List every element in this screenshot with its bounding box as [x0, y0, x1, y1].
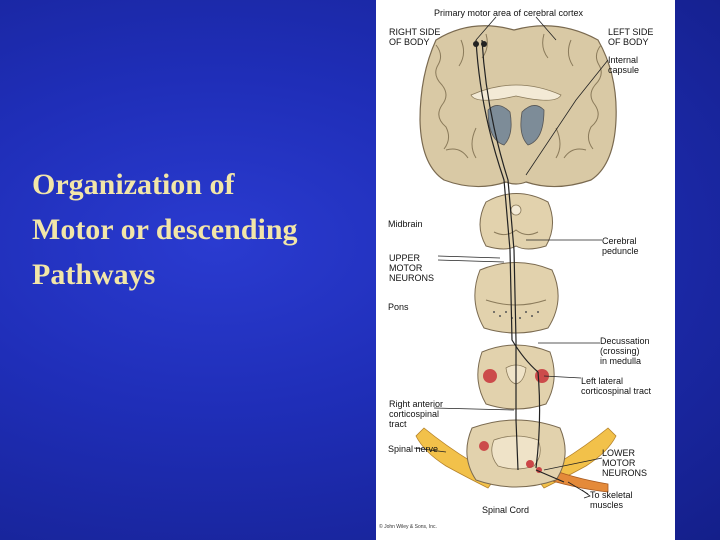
- label-right-side-of-body: RIGHT SIDE OF BODY: [389, 27, 441, 47]
- label-spinal-cord: Spinal Cord: [482, 505, 530, 515]
- label-decussation: Decussation (crossing) in medulla: [600, 336, 650, 366]
- label-spinal-nerve: Spinal nerve: [388, 444, 439, 454]
- pons-section: [474, 262, 559, 334]
- label-lower-motor-neurons: LOWER MOTOR NEURONS: [602, 448, 648, 478]
- slide-title: Organization of Motor or descending Path…: [32, 162, 362, 297]
- label-midbrain: Midbrain: [388, 219, 423, 229]
- title-line-1: Organization of: [32, 168, 235, 201]
- motor-pathway-figure: Primary motor area of cerebral cortex RI…: [376, 0, 675, 540]
- label-primary-motor-area: Primary motor area of cerebral cortex: [434, 8, 584, 18]
- upper-motor-neuron-body-1: [473, 41, 479, 47]
- label-to-skeletal-muscles: To skeletal muscles: [590, 490, 633, 510]
- title-line-2: Motor or descending: [32, 213, 298, 246]
- label-right-anterior-corticospinal-tract: Right anterior corticospinal tract: [389, 399, 444, 429]
- label-left-lateral-corticospinal-tract: Left lateral corticospinal tract: [581, 376, 652, 396]
- copyright-credit: © John Wiley & Sons, Inc.: [379, 524, 437, 530]
- leader-lines: [413, 16, 609, 499]
- label-cerebral-peduncle: Cerebral peduncle: [602, 236, 639, 256]
- upper-motor-neuron-body-2: [481, 41, 487, 47]
- midbrain-section: [479, 193, 553, 250]
- label-internal-capsule: Internal capsule: [608, 55, 640, 75]
- label-pons: Pons: [388, 302, 409, 312]
- label-upper-motor-neurons: UPPER MOTOR NEURONS: [389, 253, 435, 283]
- spinal-cord-section: [415, 419, 617, 493]
- motor-pathway-illustration: [413, 16, 617, 499]
- corticospinal-tracts: [475, 39, 565, 483]
- title-line-3: Pathways: [32, 258, 156, 291]
- label-left-side-of-body: LEFT SIDE OF BODY: [608, 27, 654, 47]
- cerebral-cortex-section: [419, 25, 617, 188]
